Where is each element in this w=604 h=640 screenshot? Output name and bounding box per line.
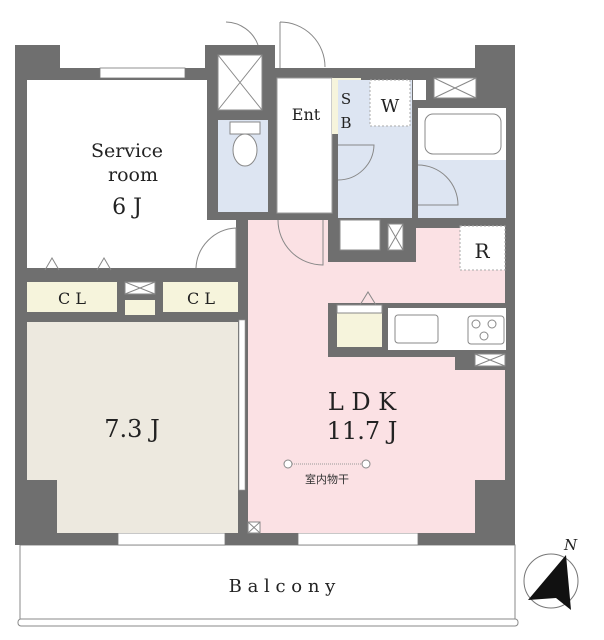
balcony bbox=[17, 544, 519, 627]
bathtub-icon bbox=[424, 113, 502, 155]
closet-vent bbox=[124, 281, 156, 295]
kitchen-counter bbox=[336, 291, 506, 367]
toilet-icon bbox=[232, 133, 258, 167]
sliding-partition bbox=[238, 319, 246, 491]
bedroom-size: 7.3 J bbox=[104, 415, 159, 443]
toilet-room bbox=[218, 120, 268, 212]
ldk-room bbox=[248, 220, 505, 533]
floor-vent bbox=[247, 521, 261, 534]
service-room-door-swing bbox=[195, 227, 237, 269]
sink-icon bbox=[394, 314, 439, 344]
indoor-drying-rod bbox=[283, 459, 371, 469]
door-swing bbox=[225, 21, 259, 46]
front-door-swing bbox=[279, 21, 326, 68]
shoe-box-label-2: B bbox=[340, 114, 351, 132]
indoor-drying-label: 室内物干 bbox=[305, 472, 349, 486]
utility-vent bbox=[387, 223, 404, 251]
service-room-label: Service bbox=[91, 140, 163, 162]
ldk-label: L D K bbox=[328, 388, 397, 416]
closet-2 bbox=[163, 282, 238, 312]
compass-north-label: N bbox=[563, 536, 578, 554]
ldk-door-swing bbox=[277, 219, 324, 266]
entrance-label: Ent bbox=[292, 105, 321, 124]
vent bbox=[433, 77, 477, 99]
service-room-size: 6 J bbox=[112, 195, 142, 220]
fridge-label: R bbox=[474, 239, 490, 263]
fridge-space bbox=[459, 225, 506, 271]
entrance bbox=[276, 77, 333, 214]
washer-space bbox=[369, 79, 411, 127]
service-room bbox=[27, 80, 207, 268]
closet-2-label: C L bbox=[187, 289, 215, 308]
bathroom bbox=[417, 108, 506, 218]
service-room-label-2: room bbox=[108, 164, 158, 186]
closet-1-label: C L bbox=[58, 289, 86, 308]
closet-1 bbox=[27, 282, 117, 312]
bedroom bbox=[27, 322, 238, 533]
shoe-box-label: S bbox=[341, 90, 351, 108]
washroom-door-swing bbox=[337, 144, 375, 181]
windows bbox=[99, 67, 419, 546]
compass-icon: N bbox=[523, 536, 579, 610]
pipe-shaft bbox=[217, 54, 263, 111]
stove-icon bbox=[467, 315, 505, 345]
ldk-size: 11.7 J bbox=[327, 417, 398, 445]
balcony-label: B a l c o n y bbox=[229, 576, 337, 597]
washer-label: W bbox=[381, 96, 400, 117]
washbasin-icon bbox=[339, 219, 381, 251]
